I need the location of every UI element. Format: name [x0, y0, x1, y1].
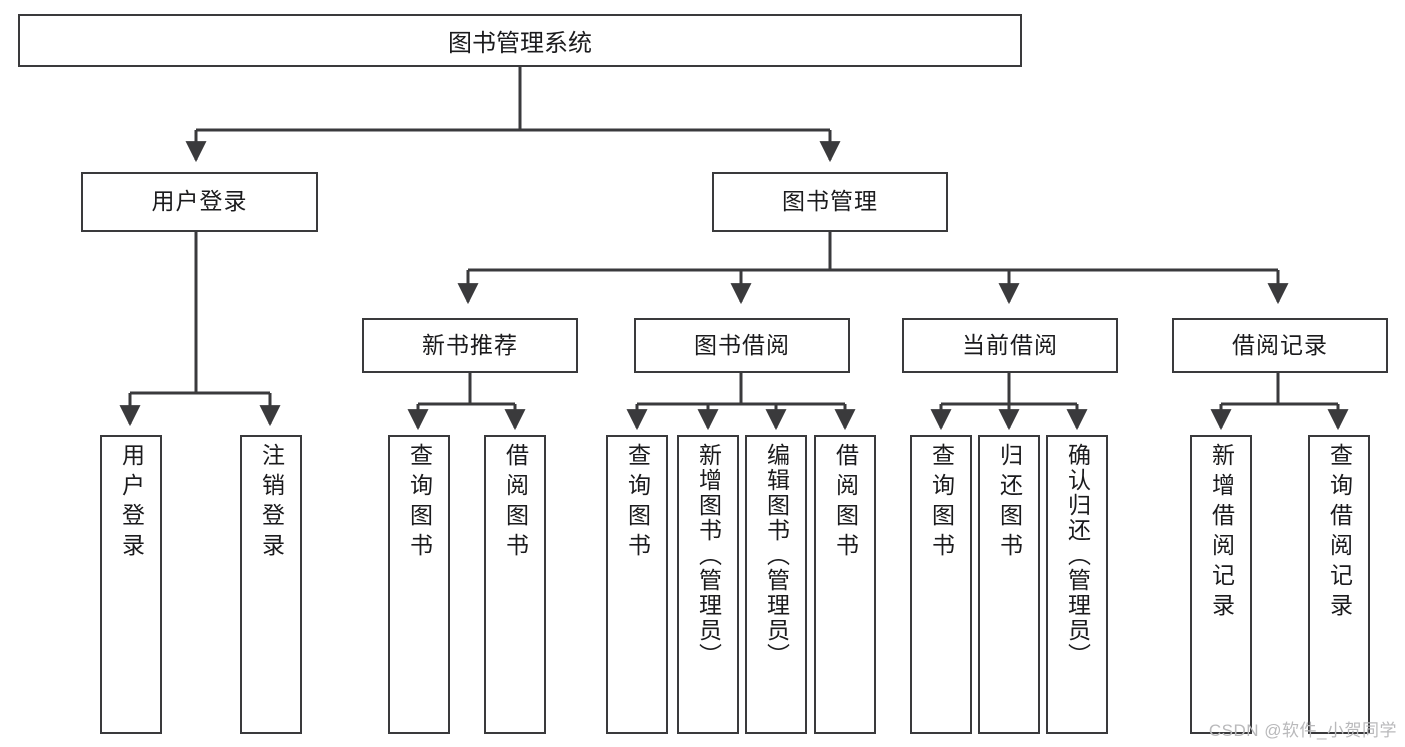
leaf-label: 查询图书	[928, 443, 955, 563]
leaf-user-login-login[interactable]: 用户登录	[100, 435, 162, 734]
watermark-text: CSDN @软件_小贺同学	[1208, 721, 1397, 740]
node-book-borrow[interactable]: 图书借阅	[634, 318, 850, 373]
node-new-book-recommend[interactable]: 新书推荐	[362, 318, 578, 373]
leaf-label: 编辑图书（管理员）	[763, 443, 790, 668]
node-current-borrow[interactable]: 当前借阅	[902, 318, 1118, 373]
leaf-borrow-edit-book-admin[interactable]: 编辑图书（管理员）	[745, 435, 807, 734]
leaf-label: 借阅图书	[502, 443, 529, 563]
leaf-record-add-record[interactable]: 新增借阅记录	[1190, 435, 1252, 734]
node-borrow-record[interactable]: 借阅记录	[1172, 318, 1388, 373]
node-label: 新书推荐	[422, 331, 518, 358]
leaf-label: 查询借阅记录	[1326, 443, 1353, 623]
node-user-login[interactable]: 用户登录	[81, 172, 318, 232]
node-label: 图书管理	[782, 188, 878, 215]
node-label: 借阅记录	[1232, 331, 1328, 358]
leaf-borrow-add-book-admin[interactable]: 新增图书（管理员）	[677, 435, 739, 734]
leaf-label: 查询图书	[406, 443, 433, 563]
leaf-label: 确认归还（管理员）	[1064, 443, 1091, 668]
leaf-borrow-borrow-book[interactable]: 借阅图书	[814, 435, 876, 734]
leaf-user-login-logout[interactable]: 注销登录	[240, 435, 302, 734]
leaf-label: 归还图书	[996, 443, 1023, 563]
leaf-borrow-query-book[interactable]: 查询图书	[606, 435, 668, 734]
node-root-system[interactable]: 图书管理系统	[18, 14, 1022, 67]
leaf-current-confirm-return-admin[interactable]: 确认归还（管理员）	[1046, 435, 1108, 734]
leaf-record-query-record[interactable]: 查询借阅记录	[1308, 435, 1370, 734]
leaf-current-return-book[interactable]: 归还图书	[978, 435, 1040, 734]
node-label: 用户登录	[151, 188, 248, 215]
node-label: 图书管理系统	[448, 30, 592, 57]
node-label: 当前借阅	[962, 331, 1058, 358]
leaf-label: 用户登录	[118, 443, 145, 563]
leaf-label: 借阅图书	[832, 443, 859, 563]
node-book-management[interactable]: 图书管理	[712, 172, 948, 232]
leaf-label: 新增图书（管理员）	[695, 443, 722, 668]
leaf-label: 新增借阅记录	[1208, 443, 1235, 623]
leaf-label: 注销登录	[258, 443, 285, 563]
leaf-new-book-query[interactable]: 查询图书	[388, 435, 450, 734]
leaf-new-book-borrow[interactable]: 借阅图书	[484, 435, 546, 734]
node-label: 图书借阅	[694, 331, 790, 358]
leaf-label: 查询图书	[624, 443, 651, 563]
leaf-current-query-book[interactable]: 查询图书	[910, 435, 972, 734]
